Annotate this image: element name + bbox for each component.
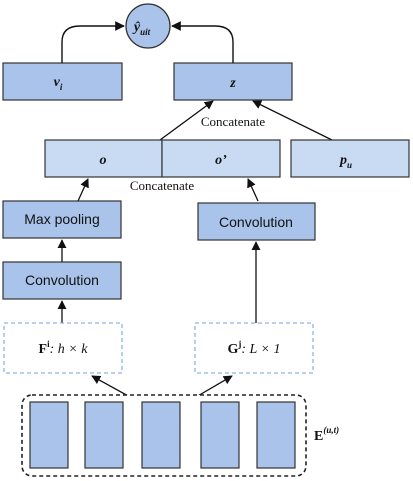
max-pooling-node: Max pooling	[2, 200, 122, 239]
o-prime-node: o’	[161, 139, 281, 178]
arrow-pu-to-z	[252, 100, 333, 141]
arrow-conv-right-to-o-prime	[247, 178, 259, 202]
output-node: ŷuit	[125, 3, 171, 49]
output-label: ŷuit	[132, 20, 151, 37]
embedding-column-4	[200, 401, 240, 469]
filter-F-label: Fi: h × k	[39, 339, 89, 357]
z-node: z	[173, 62, 293, 101]
embedding-label: E(u,t)	[314, 425, 339, 444]
convolution-left-label: Convolution	[25, 272, 99, 288]
o-node: o	[44, 139, 163, 178]
concatenate-top-label: Concatenate	[201, 114, 265, 129]
arrow-maxpool-to-o	[77, 178, 89, 202]
o-prime-label: o’	[215, 153, 227, 168]
convolution-right-node: Convolution	[197, 202, 316, 241]
embedding-column-1	[29, 401, 69, 469]
filter-G-label: Gj: L × 1	[227, 339, 280, 357]
o-label: o	[100, 153, 107, 168]
embedding-column-5	[256, 401, 296, 469]
arrow-vi-to-output	[61, 21, 125, 63]
v-i-label: vi	[54, 75, 63, 92]
arrow-embedding-to-F	[91, 375, 131, 398]
concatenate-mid-label: Concatenate	[130, 178, 194, 193]
embedding-column-2	[84, 401, 124, 469]
p-u-node: pu	[290, 139, 410, 178]
p-u-label: pu	[339, 153, 352, 170]
embedding-column-3	[141, 401, 181, 469]
embedding-matrix	[21, 394, 307, 477]
v-i-node: vi	[2, 62, 123, 101]
arrow-z-to-output	[171, 21, 234, 63]
convolution-left-node: Convolution	[2, 261, 122, 300]
max-pooling-label: Max pooling	[24, 211, 100, 227]
convolution-right-label: Convolution	[219, 214, 293, 230]
arrow-embedding-to-G	[195, 375, 233, 398]
filter-G-node: Gj: L × 1	[194, 322, 314, 374]
filter-F-node: Fi: h × k	[3, 322, 123, 374]
z-label: z	[229, 76, 236, 91]
arrow-o-to-z	[159, 100, 214, 141]
